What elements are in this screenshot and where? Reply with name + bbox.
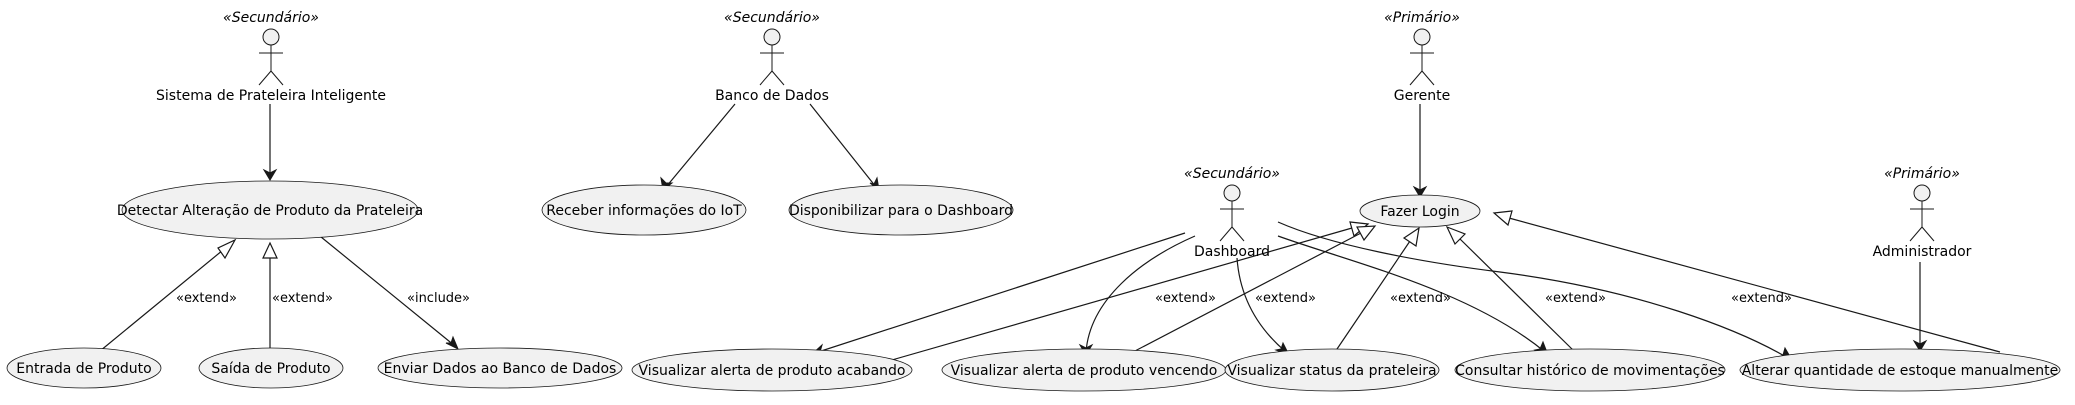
label-include-enviar: «include» [407,291,470,306]
actor-name: Dashboard [1194,244,1270,260]
edge-entrada-detectar [99,238,237,352]
actor-name: Gerente [1394,88,1451,104]
usecase-alterar: Alterar quantidade de estoque manualment… [1739,348,2061,392]
usecase-label: Enviar Dados ao Banco de Dados [384,361,617,377]
label-extend-acabando: «extend» [1155,291,1216,306]
usecase-vencendo: Visualizar alerta de produto vencendo [941,348,1227,392]
edge-saida-detectar [262,241,278,351]
usecase-label: Saída de Produto [211,361,330,377]
actor-stereotype: «Secundário» [1184,166,1280,182]
label-extend-status: «extend» [1255,291,1316,306]
edge-prateleira-detectar [262,104,278,181]
usecase-fazer-login: Fazer Login [1359,194,1481,228]
usecase-saida: Saída de Produto [198,347,344,389]
label-extend-historico-login: «extend» [1545,291,1606,306]
usecase-label: Alterar quantidade de estoque manualment… [1742,363,2059,379]
usecase-label: Disponibilizar para o Dashboard [789,203,1013,219]
usecase-entrada: Entrada de Produto [6,347,162,389]
actor-dashboard: «Secundário» Dashboard [1184,166,1280,260]
edge-dashboard-alterar [1277,221,1793,361]
usecase-label: Visualizar status da prateleira [1227,363,1436,379]
label-extend-entrada: «extend» [176,291,237,306]
actor-stereotype: «Secundário» [724,10,820,26]
usecase-acabando: Visualizar alerta de produto acabando [631,348,913,392]
actor-gerente: «Primário» Gerente [1384,10,1460,104]
actor-stereotype: «Primário» [1884,166,1960,182]
actor-name: Sistema de Prateleira Inteligente [156,88,386,104]
usecase-label: Visualizar alerta de produto acabando [639,363,906,379]
edge-status-login [1334,226,1420,353]
usecase-label: Fazer Login [1380,204,1459,220]
stick-figure-icon [258,28,284,86]
stick-figure-icon [759,28,785,86]
edge-gerente-login [1412,104,1428,198]
edge-historico-login [1445,225,1576,353]
actor-stereotype: «Secundário» [223,10,319,26]
usecase-label: Receber informações do IoT [546,203,742,219]
actor-administrador: «Primário» Administrador [1873,166,1972,260]
usecase-label: Consultar histórico de movimentações [1455,363,1725,379]
edge-banco-disponibilizar [809,103,880,192]
stick-figure-icon [1409,28,1435,86]
edge-dashboard-acabando [809,232,1186,358]
edge-detectar-enviar [309,227,459,351]
edge-administrador-alterar [1912,262,1928,352]
usecase-status: Visualizar status da prateleira [1224,348,1440,392]
stick-figure-icon [1219,184,1245,242]
usecase-label: Entrada de Produto [16,361,151,377]
edge-banco-receber [660,103,736,191]
usecase-historico: Consultar histórico de movimentações [1454,348,1726,392]
stick-figure-icon [1909,184,1935,242]
usecase-label: Visualizar alerta de produto vencendo [951,363,1218,379]
actor-banco-de-dados: «Secundário» Banco de Dados [715,10,829,104]
edge-dashboard-status [1236,257,1291,356]
actor-sistema-prateleira: «Secundário» Sistema de Prateleira Intel… [156,10,386,104]
usecase-label: Detectar Alteração de Produto da Pratele… [117,203,423,219]
edge-vencendo-login [1132,225,1377,353]
usecase-detectar: Detectar Alteração de Produto da Pratele… [117,180,423,240]
usecase-enviar: Enviar Dados ao Banco de Dados [377,347,623,389]
label-extend-saida: «extend» [272,291,333,306]
label-extend-alterar: «extend» [1731,291,1792,306]
label-extend-historico: «extend» [1390,291,1451,306]
edge-alterar-login [1492,210,2001,353]
usecase-receber: Receber informações do IoT [541,184,747,236]
usecase-disponibilizar: Disponibilizar para o Dashboard [788,184,1014,236]
actor-name: Banco de Dados [715,88,829,104]
actor-stereotype: «Primário» [1384,10,1460,26]
actor-name: Administrador [1873,244,1972,260]
